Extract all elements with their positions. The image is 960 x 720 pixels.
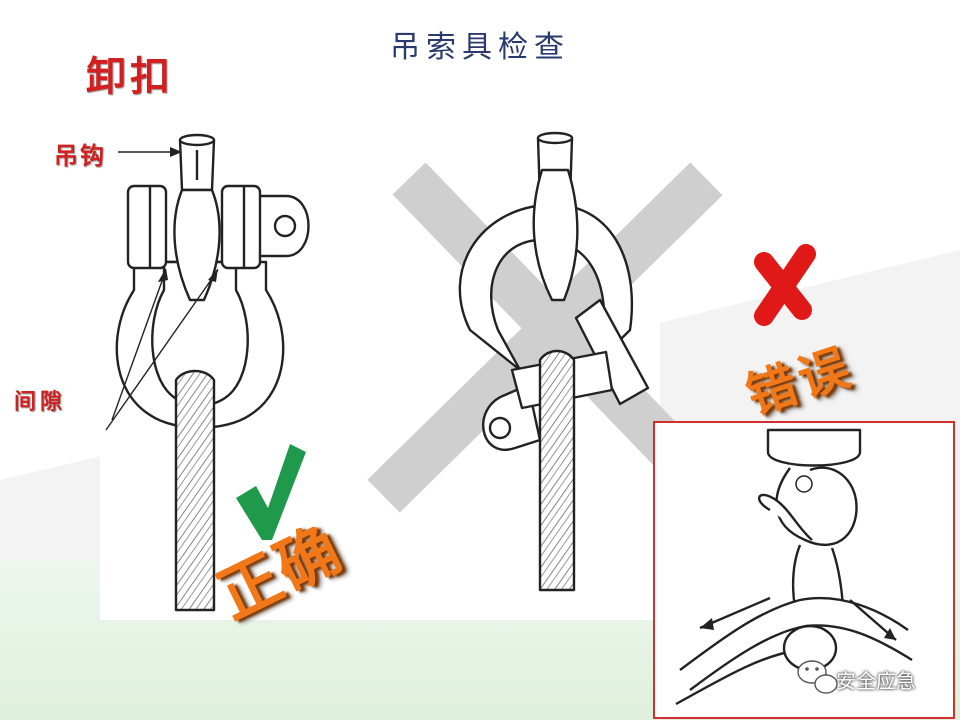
cross-mark-icon xyxy=(754,244,816,326)
gap-label: 间隙 xyxy=(14,389,67,415)
shackle-heading: 卸扣 xyxy=(86,53,174,100)
watermark-text: 安全应急 xyxy=(836,669,916,693)
check-mark-icon xyxy=(236,444,306,540)
hook-label: 吊钩 xyxy=(54,141,106,170)
page-title: 吊索具检查 xyxy=(390,30,570,65)
wechat-icon xyxy=(797,660,838,694)
wrong-background-cross xyxy=(367,162,723,513)
wrong-shackle-diagram xyxy=(458,131,650,592)
correct-shackle-diagram xyxy=(105,133,310,612)
